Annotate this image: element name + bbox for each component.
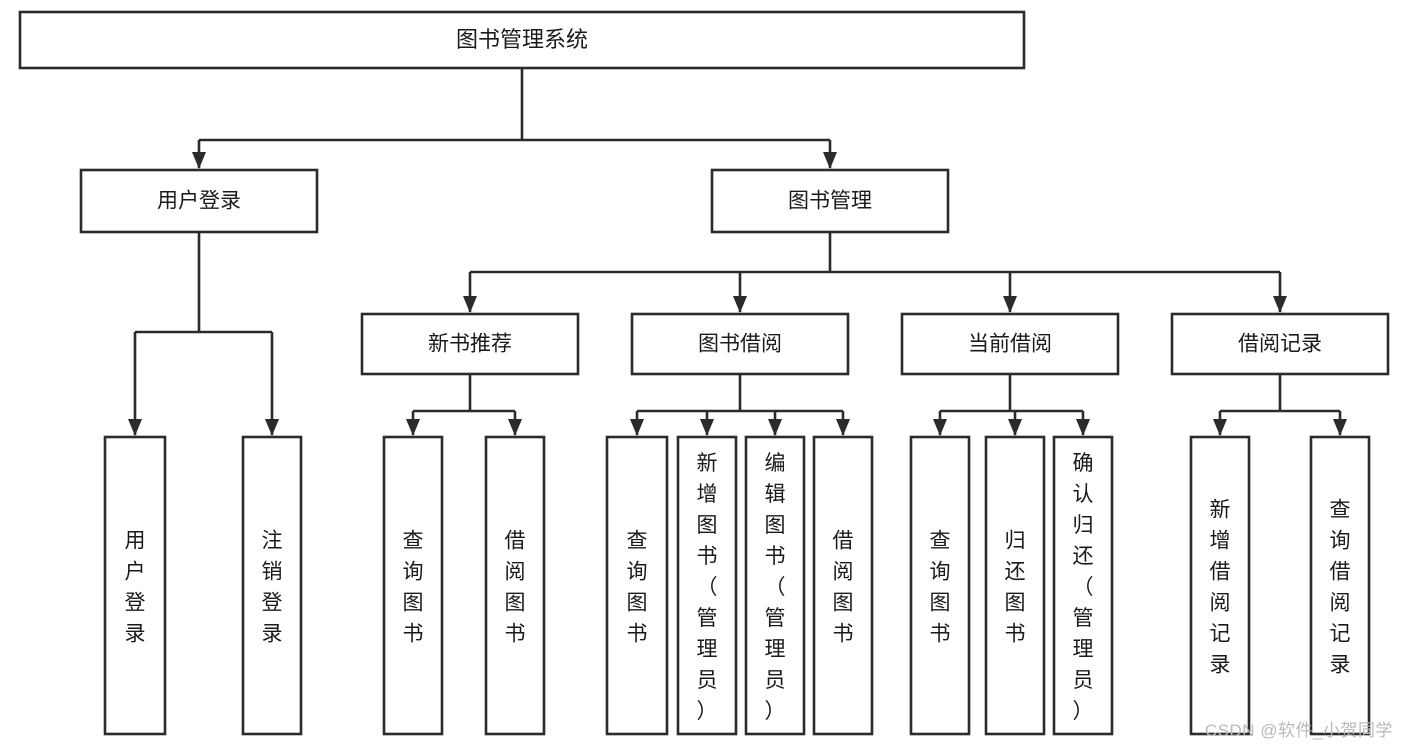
node-leaf-edit-book-label: 编辑图书（管理员） bbox=[765, 452, 786, 723]
node-leaf-confirm-return[interactable]: 确认归还（管理员） bbox=[1052, 435, 1114, 736]
node-leaf-return-book[interactable]: 归还图书 bbox=[984, 435, 1046, 736]
arrow-head-icon bbox=[1003, 296, 1017, 313]
arrow-head-icon bbox=[700, 419, 714, 436]
node-leaf-query-book-1-label: 查询图书 bbox=[403, 530, 424, 646]
node-new-book-rec-label: 新书推荐 bbox=[428, 333, 512, 356]
node-borrow-record-box[interactable] bbox=[1170, 312, 1390, 376]
node-root-box[interactable] bbox=[18, 10, 1026, 70]
arrow-head-icon bbox=[128, 419, 142, 436]
node-leaf-user-login-label: 用户登录 bbox=[125, 530, 146, 646]
node-leaf-query-book-2-label: 查询图书 bbox=[627, 530, 648, 646]
node-leaf-query-book-3-label: 查询图书 bbox=[930, 530, 951, 646]
csdn-watermark: CSDN @软件_小贺同学 bbox=[1204, 721, 1393, 740]
node-book-borrow[interactable]: 图书借阅 bbox=[630, 312, 850, 376]
node-leaf-query-book-3[interactable]: 查询图书 bbox=[909, 435, 971, 736]
arrow-head-icon bbox=[733, 296, 747, 313]
node-leaf-borrow-book-2-box[interactable] bbox=[812, 435, 874, 736]
node-current-borrow-label: 当前借阅 bbox=[968, 333, 1052, 356]
node-leaf-edit-book[interactable]: 编辑图书（管理员） bbox=[744, 435, 806, 736]
node-new-book-rec-box[interactable] bbox=[360, 312, 580, 376]
arrow-head-icon bbox=[1333, 419, 1347, 436]
arrow-head-icon bbox=[630, 419, 644, 436]
node-leaf-query-record[interactable]: 查询借阅记录 bbox=[1309, 435, 1371, 736]
connectors-layer bbox=[128, 68, 1347, 436]
arrow-head-icon bbox=[823, 152, 837, 169]
node-book-manage-box[interactable] bbox=[710, 168, 950, 234]
node-leaf-add-record[interactable]: 新增借阅记录 bbox=[1189, 435, 1251, 736]
node-root-label: 图书管理系统 bbox=[456, 27, 588, 52]
nodes-layer: 图书管理系统用户登录图书管理新书推荐图书借阅当前借阅借阅记录用户登录注销登录查询… bbox=[18, 10, 1390, 736]
node-leaf-borrow-book-2[interactable]: 借阅图书 bbox=[812, 435, 874, 736]
node-leaf-return-book-box[interactable] bbox=[984, 435, 1046, 736]
node-leaf-query-book-1-box[interactable] bbox=[382, 435, 444, 736]
node-leaf-borrow-book-1[interactable]: 借阅图书 bbox=[484, 435, 546, 736]
node-book-borrow-box[interactable] bbox=[630, 312, 850, 376]
node-leaf-user-login-box[interactable] bbox=[103, 435, 167, 736]
node-leaf-logout-box[interactable] bbox=[241, 435, 303, 736]
node-leaf-add-book-box[interactable] bbox=[676, 435, 738, 736]
node-current-borrow-box[interactable] bbox=[900, 312, 1120, 376]
node-leaf-query-book-2[interactable]: 查询图书 bbox=[605, 435, 669, 736]
node-book-borrow-label: 图书借阅 bbox=[698, 333, 782, 356]
arrow-head-icon bbox=[463, 296, 477, 313]
node-leaf-confirm-return-box[interactable] bbox=[1052, 435, 1114, 736]
node-leaf-user-login[interactable]: 用户登录 bbox=[103, 435, 167, 736]
arrow-head-icon bbox=[1076, 419, 1090, 436]
node-leaf-add-record-box[interactable] bbox=[1189, 435, 1251, 736]
node-root[interactable]: 图书管理系统 bbox=[18, 10, 1026, 70]
node-borrow-record-label: 借阅记录 bbox=[1238, 333, 1322, 356]
node-borrow-record[interactable]: 借阅记录 bbox=[1170, 312, 1390, 376]
node-leaf-borrow-book-2-label: 借阅图书 bbox=[833, 530, 854, 646]
arrow-head-icon bbox=[933, 419, 947, 436]
node-leaf-borrow-book-1-label: 借阅图书 bbox=[505, 530, 526, 646]
node-leaf-add-record-label: 新增借阅记录 bbox=[1210, 499, 1231, 677]
arrow-head-icon bbox=[1213, 419, 1227, 436]
node-leaf-logout-label: 注销登录 bbox=[262, 530, 283, 646]
arrow-head-icon bbox=[508, 419, 522, 436]
arrow-head-icon bbox=[768, 419, 782, 436]
node-book-manage-label: 图书管理 bbox=[788, 190, 872, 213]
node-leaf-query-record-box[interactable] bbox=[1309, 435, 1371, 736]
arrow-head-icon bbox=[406, 419, 420, 436]
node-current-borrow[interactable]: 当前借阅 bbox=[900, 312, 1120, 376]
node-leaf-confirm-return-label: 确认归还（管理员） bbox=[1073, 452, 1094, 723]
arrow-head-icon bbox=[265, 419, 279, 436]
node-leaf-add-book-label: 新增图书（管理员） bbox=[697, 452, 718, 723]
node-leaf-query-book-2-box[interactable] bbox=[605, 435, 669, 736]
node-user-login[interactable]: 用户登录 bbox=[79, 168, 319, 234]
node-leaf-query-book-1[interactable]: 查询图书 bbox=[382, 435, 444, 736]
arrow-head-icon bbox=[836, 419, 850, 436]
arrow-head-icon bbox=[1273, 296, 1287, 313]
node-book-manage[interactable]: 图书管理 bbox=[710, 168, 950, 234]
node-new-book-rec[interactable]: 新书推荐 bbox=[360, 312, 580, 376]
node-leaf-borrow-book-1-box[interactable] bbox=[484, 435, 546, 736]
node-leaf-edit-book-box[interactable] bbox=[744, 435, 806, 736]
node-leaf-query-record-label: 查询借阅记录 bbox=[1330, 499, 1351, 677]
node-user-login-label: 用户登录 bbox=[157, 190, 241, 213]
node-leaf-add-book[interactable]: 新增图书（管理员） bbox=[676, 435, 738, 736]
node-leaf-query-book-3-box[interactable] bbox=[909, 435, 971, 736]
node-user-login-box[interactable] bbox=[79, 168, 319, 234]
node-leaf-logout[interactable]: 注销登录 bbox=[241, 435, 303, 736]
node-leaf-return-book-label: 归还图书 bbox=[1005, 530, 1026, 646]
arrow-head-icon bbox=[1008, 419, 1022, 436]
arrow-head-icon bbox=[192, 152, 206, 169]
